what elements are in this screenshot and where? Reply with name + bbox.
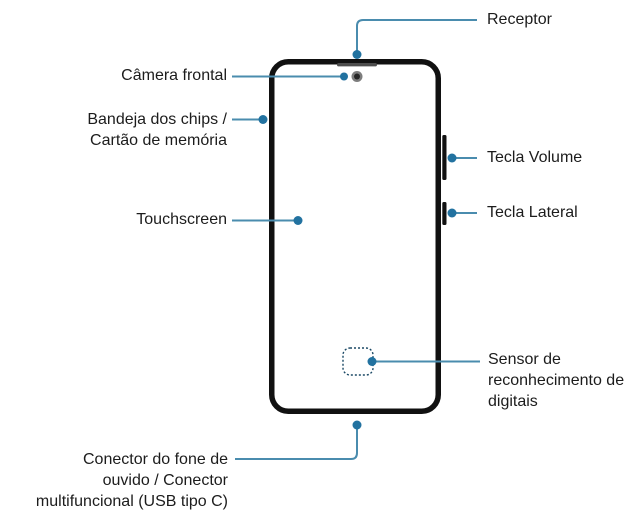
dot-sensor — [367, 357, 377, 366]
label-conector: Conector do fone de ouvido / Conector mu… — [35, 451, 228, 510]
dot-conector — [352, 420, 362, 430]
label-tecla-volume: Tecla Volume — [487, 149, 583, 166]
dot-touchscreen — [293, 216, 303, 225]
dot-bandeja — [258, 115, 268, 124]
dot-receptor — [352, 50, 362, 59]
leader-dots — [258, 50, 457, 430]
volume-key — [442, 135, 447, 180]
leader-lines — [232, 19, 480, 460]
leader-conector — [235, 425, 358, 460]
label-receptor: Receptor — [487, 11, 552, 28]
phone-outline — [269, 59, 441, 414]
label-camera-frontal: Câmera frontal — [121, 67, 227, 84]
receiver-slit — [337, 63, 377, 67]
label-bandeja-chips: Bandeja dos chips / Cartão de memória — [87, 111, 227, 149]
dot-camera — [340, 72, 348, 81]
leader-receptor — [356, 19, 477, 52]
label-tecla-lateral: Tecla Lateral — [487, 204, 578, 221]
label-touchscreen: Touchscreen — [136, 211, 227, 228]
dot-lateral — [447, 208, 457, 218]
label-sensor-digitais: Sensor de reconhecimento de digitais — [488, 351, 625, 410]
side-key — [442, 202, 447, 225]
dot-volume — [447, 153, 457, 163]
front-camera-icon — [351, 71, 363, 82]
